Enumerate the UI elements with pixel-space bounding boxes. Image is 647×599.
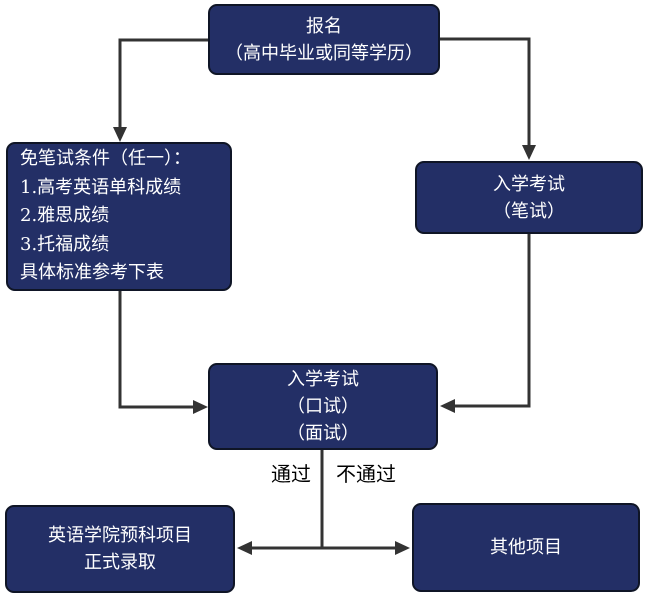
arrowhead-into-admission — [237, 541, 252, 555]
node-written-exam: 入学考试 （笔试） — [415, 161, 643, 234]
node-admission-line2: 正式录取 — [84, 552, 156, 573]
node-admission: 英语学院预科项目 正式录取 — [5, 505, 235, 593]
node-exemption-conditions: 免笔试条件（任一）： 1.高考英语单科成绩 2.雅思成绩 3.托福成绩 具体标准… — [6, 142, 232, 291]
node-written-exam-line2: （笔试） — [493, 200, 565, 222]
node-exemption-line3: 2.雅思成绩 — [20, 205, 110, 227]
node-other-programs-line1: 其他项目 — [490, 537, 562, 558]
node-exemption-line5: 具体标准参考下表 — [20, 262, 164, 284]
edge-exemption-to-oral-exam — [118, 290, 194, 409]
node-admission-line1: 英语学院预科项目 — [48, 525, 192, 546]
arrowhead-into-oral-exam-left — [193, 400, 208, 414]
node-oral-exam-line2: （口试） — [287, 396, 359, 417]
node-oral-exam: 入学考试 （口试） （面试） — [208, 363, 438, 450]
node-oral-exam-line3: （面试） — [287, 423, 359, 444]
edge-label-pass: 通过 — [271, 462, 311, 486]
edge-label-fail: 不通过 — [336, 462, 396, 486]
arrowhead-into-exemption — [113, 127, 127, 142]
edge-registration-to-exemption — [118, 38, 208, 129]
arrowhead-into-oral-exam-right — [440, 399, 455, 413]
node-registration-line2: （高中毕业或同等学历） — [225, 42, 423, 64]
node-exemption-line1: 免笔试条件（任一）： — [20, 148, 191, 170]
node-exemption-line2: 1.高考英语单科成绩 — [20, 176, 182, 198]
edge-registration-to-written-exam — [440, 37, 531, 147]
node-oral-exam-line1: 入学考试 — [287, 369, 359, 390]
arrowhead-into-other-programs — [395, 541, 410, 555]
node-exemption-line4: 3.托福成绩 — [20, 233, 110, 255]
node-registration: 报名 （高中毕业或同等学历） — [208, 4, 440, 75]
node-written-exam-line1: 入学考试 — [493, 173, 565, 195]
edge-written-exam-to-oral-exam — [454, 233, 531, 408]
node-registration-line1: 报名 — [306, 15, 342, 37]
node-other-programs: 其他项目 — [412, 503, 640, 592]
arrowhead-into-written-exam — [522, 145, 536, 160]
